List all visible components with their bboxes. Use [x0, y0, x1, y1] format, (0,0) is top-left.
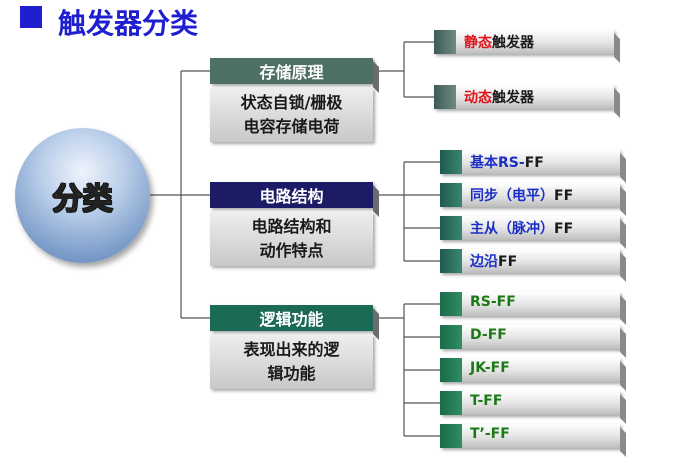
leaf-static-ff: 静态触发器 — [434, 30, 614, 54]
leaf-text: T-FF — [470, 393, 503, 409]
center-node: 分类 — [15, 128, 150, 263]
leaf-edge-ff: 边沿FF — [440, 249, 620, 273]
leaf-pulse-ff: 主从（脉冲）FF — [440, 216, 620, 240]
leaf-basic-rs-ff: 基本RS-FF — [440, 150, 620, 174]
leaf-dynamic-ff: 动态触发器 — [434, 85, 614, 109]
leaf-text: D-FF — [470, 327, 507, 343]
leaf-jk-ff: JK-FF — [440, 358, 620, 382]
leaf-highlight: 动态 — [464, 90, 492, 106]
leaf-t-prime-ff: T’-FF — [440, 424, 620, 448]
leaf-text: FF — [524, 155, 544, 171]
leaf-highlight: 主从（脉冲） — [470, 221, 554, 237]
leaf-tab — [440, 216, 462, 240]
leaf-tab — [440, 358, 462, 382]
leaf-tab — [440, 183, 462, 207]
leaf-tab — [434, 30, 456, 54]
leaf-tab — [440, 292, 462, 316]
leaf-tab — [440, 391, 462, 415]
leaf-rs-ff: RS-FF — [440, 292, 620, 316]
leaf-highlight: 同步（电平） — [470, 188, 554, 204]
leaf-tab — [440, 424, 462, 448]
leaf-text: 触发器 — [492, 90, 534, 106]
leaf-tab — [440, 325, 462, 349]
leaf-text: 触发器 — [492, 35, 534, 51]
category-description-logic: 表现出来的逻 辑功能 — [210, 335, 373, 389]
category-header-logic: 逻辑功能 — [210, 305, 373, 331]
leaf-t-ff: T-FF — [440, 391, 620, 415]
leaf-text: T’-FF — [470, 426, 510, 442]
leaf-tab — [440, 249, 462, 273]
leaf-text: FF — [554, 221, 574, 237]
title-bullet-square — [20, 6, 42, 28]
leaf-tab — [440, 150, 462, 174]
leaf-text: JK-FF — [470, 360, 510, 376]
category-header-circuit: 电路结构 — [210, 182, 373, 208]
leaf-highlight: 基本RS- — [470, 155, 525, 171]
leaf-tab — [434, 85, 456, 109]
leaf-text: FF — [498, 254, 518, 270]
category-description-circuit: 电路结构和 动作特点 — [210, 212, 373, 266]
leaf-highlight: 边沿 — [470, 254, 498, 270]
leaf-text: RS-FF — [470, 294, 516, 310]
center-label: 分类 — [52, 181, 113, 217]
leaf-text: FF — [554, 188, 574, 204]
category-description-storage: 状态自锁/栅极 电容存储电荷 — [210, 88, 373, 142]
leaf-d-ff: D-FF — [440, 325, 620, 349]
category-header-storage: 存储原理 — [210, 58, 373, 84]
page-title: 触发器分类 — [58, 7, 199, 40]
leaf-level-ff: 同步（电平）FF — [440, 183, 620, 207]
leaf-highlight: 静态 — [464, 35, 492, 51]
